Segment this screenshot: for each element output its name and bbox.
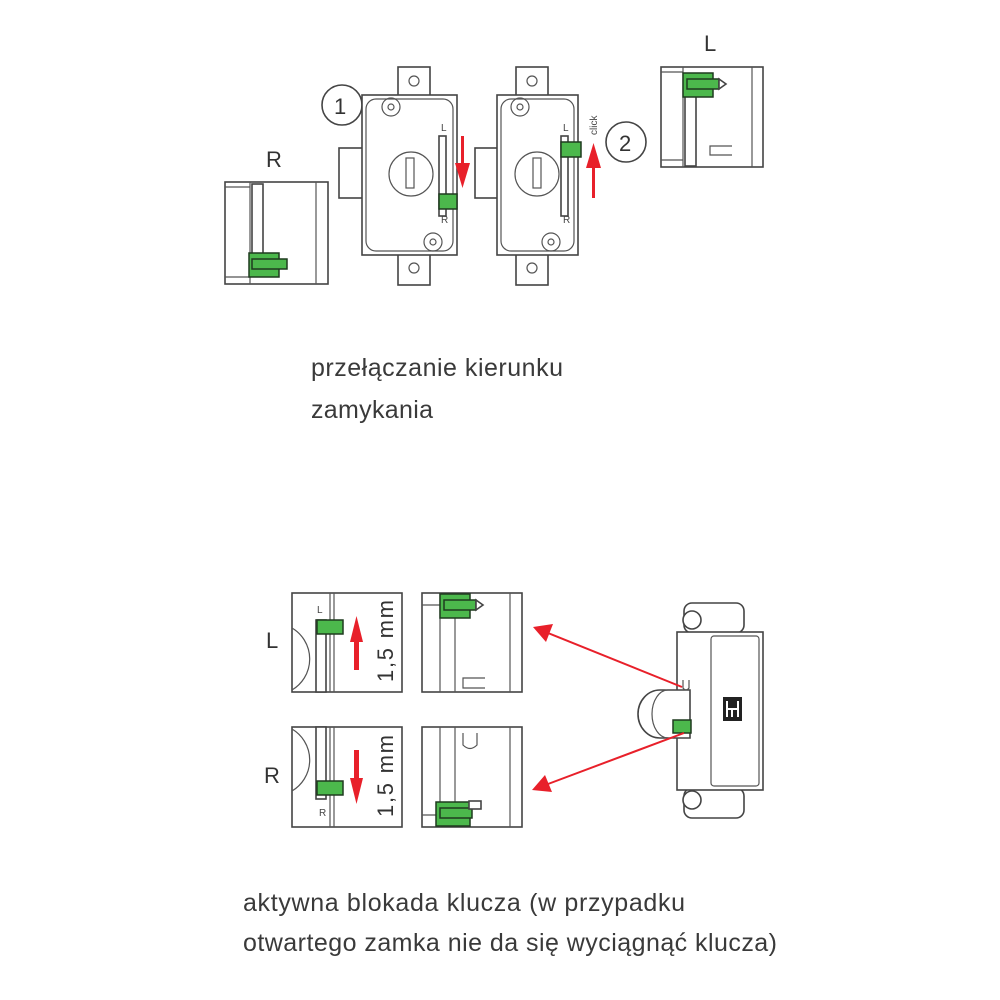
green-slider [672,719,692,734]
lock-body-1: L R [338,66,470,286]
green-slider [316,780,344,796]
lock-body-2: L R click [474,66,601,286]
detail-r-side-view [421,726,523,828]
slot-label-l: L [441,123,447,134]
detail-l-top: L [660,31,764,168]
label-l: L [704,31,716,56]
pointer-arrow-to-l [533,624,683,688]
green-slider [560,141,582,158]
green-slider [438,193,458,210]
detail-r-slider-view: R 1,5 mm [291,726,403,828]
detail-l-slider-view: L 1,5 mm [291,592,403,693]
detail-r-top: R [224,147,329,285]
detail-l-side-view [421,592,523,693]
click-label: click [589,115,600,135]
caption-keylock-line1: aktywna blokada klucza (w przypadku [243,889,685,917]
lock-side-view [637,602,764,819]
arrow-up-icon [350,616,363,670]
label-l-bottom: L [266,628,278,653]
caption-direction-line2: zamykania [311,396,433,424]
arrow-up-icon [586,143,601,198]
travel-label-l: 1,5 mm [373,600,398,682]
travel-label-r: 1,5 mm [373,735,398,817]
step-1-number: 1 [334,94,346,119]
pointer-arrow-to-r [532,732,685,792]
key-cylinder [388,151,434,197]
slot-label-r: R [441,215,448,226]
label-r-bottom: R [264,763,280,788]
slot-label-r: R [319,808,326,819]
step-2-badge [605,121,647,163]
caption-keylock-line2: otwartego zamka nie da się wyciągnąć klu… [243,929,777,957]
arrow-down-icon [350,750,363,804]
green-slider [316,619,344,635]
caption-direction-line1: przełączanie kierunku [311,354,563,382]
label-r: R [266,147,282,172]
slot-label-r: R [563,215,570,226]
step-2-number: 2 [619,131,631,156]
key-cylinder [514,151,560,197]
slot-label-l: L [563,123,569,134]
arrow-down-icon [455,136,470,188]
slot-label-l: L [317,605,323,616]
